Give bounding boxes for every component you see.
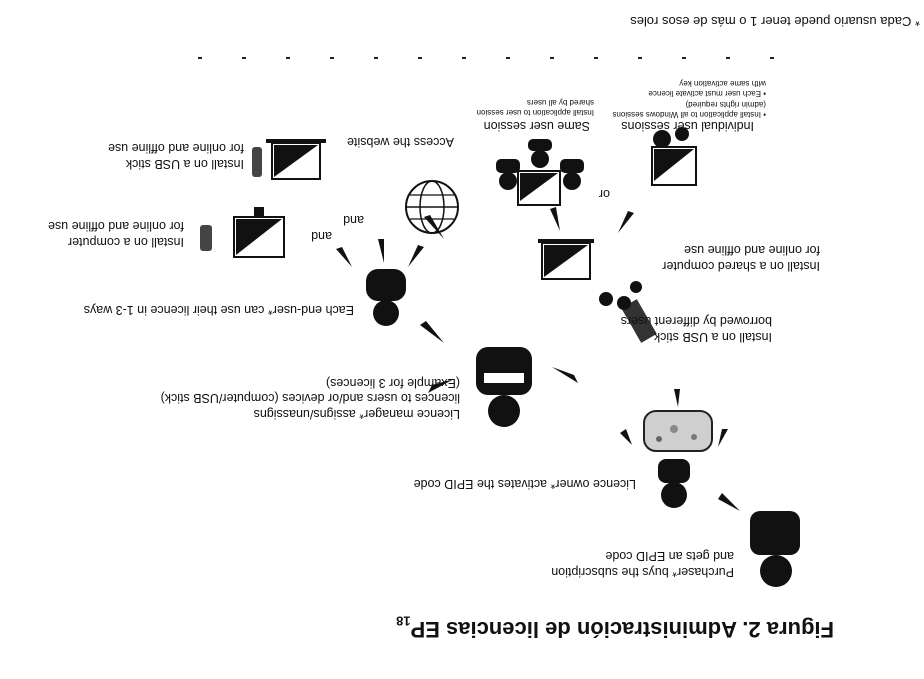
usb-line-2: for online and offline use	[108, 141, 244, 156]
individual-note-2: (admin rights required)	[685, 99, 766, 109]
same-session-notes: Install application to user session shar…	[477, 96, 594, 117]
group-users-icon	[496, 139, 584, 206]
usb-borrowed-line-2: borrowed by different users	[620, 314, 772, 329]
individual-sessions-icon	[651, 127, 697, 186]
same-session-label: Same user session	[483, 119, 590, 133]
owner-label: Licence owner* activates the EPID code	[413, 477, 636, 491]
dotted-divider	[158, 51, 774, 71]
same-session-note-1: Install application to user session	[476, 108, 594, 117]
arrow-enduser-computer	[336, 247, 352, 267]
computer-line-2: for online and offline use	[48, 219, 184, 234]
person-end-user-icon	[366, 269, 406, 326]
arrow-enduser-website	[408, 245, 424, 267]
and-label-1: and	[311, 229, 332, 243]
arrow-manager-enduser	[420, 321, 444, 343]
individual-sessions-label: Individual user sessions	[621, 119, 754, 133]
arrow-manager-shared	[428, 379, 454, 393]
arrow-card-right	[620, 429, 632, 445]
arrow-purchaser-owner	[718, 493, 740, 511]
usb-borrowed-label: Install on a USB stick borrowed by diffe…	[621, 313, 772, 344]
purchaser-label: Purchaser* buys the subscription and get…	[551, 548, 734, 579]
individual-note-3: • Each user must activate licence	[648, 89, 766, 99]
usb-borrowed-line-1: Install on a USB stick	[653, 330, 772, 344]
person-manager-icon	[476, 347, 532, 427]
epid-card-icon	[643, 410, 713, 452]
or-label: or	[598, 187, 610, 201]
individual-sessions-notes: • Install application to all Windows ses…	[612, 77, 766, 119]
laptop-icon	[252, 139, 326, 180]
website-label: Access the website	[347, 135, 454, 149]
shared-computer-line-2: for online and offline use	[684, 243, 820, 258]
arrow-card-down	[674, 389, 680, 407]
computer-label: Install on a computer for online and off…	[48, 218, 184, 249]
computer-line-1: Install on a computer	[67, 235, 184, 249]
shared-computer-line-1: Install on a shared computer	[662, 259, 820, 273]
manager-line-3: (Example for 3 licences)	[325, 375, 460, 390]
manager-label: Licence manager* assigns/unassigns licen…	[161, 374, 460, 421]
arrow-card-left	[718, 429, 728, 447]
footnote: * Cada usuario puede tener 1 o más de es…	[630, 14, 920, 29]
arrow-enduser-usb	[378, 239, 384, 263]
individual-note-4: with same activation key	[679, 78, 766, 88]
person-owner-icon	[658, 459, 690, 508]
arrow-manager-usb	[552, 367, 578, 383]
shared-computer-icon	[538, 239, 594, 280]
arrow-shared-same	[550, 207, 560, 231]
same-session-note-2: shared by all users	[526, 97, 594, 107]
computer-icon	[200, 207, 285, 258]
person-purchaser-icon	[750, 511, 800, 587]
individual-note-1: • Install application to all Windows ses…	[612, 110, 766, 119]
shared-computer-label: Install on a shared computer for online …	[662, 242, 820, 273]
and-label-2: and	[343, 213, 364, 227]
usb-label: Install on a USB stick for online and of…	[108, 140, 244, 171]
purchaser-line-1: Purchaser* buys the subscription	[551, 565, 734, 579]
manager-line-2: licences to users and/or devices (comput…	[160, 391, 460, 406]
usb-stick-icon	[599, 281, 657, 343]
arrow-shared-individual	[618, 211, 634, 233]
end-user-label: Each end-user* can use their licence in …	[83, 303, 354, 317]
globe-icon	[405, 180, 459, 239]
usb-line-1: Install on a USB stick	[125, 157, 244, 171]
manager-line-1: Licence manager* assigns/unassigns	[253, 407, 460, 421]
purchaser-line-2: and gets an EPID code	[605, 549, 734, 564]
